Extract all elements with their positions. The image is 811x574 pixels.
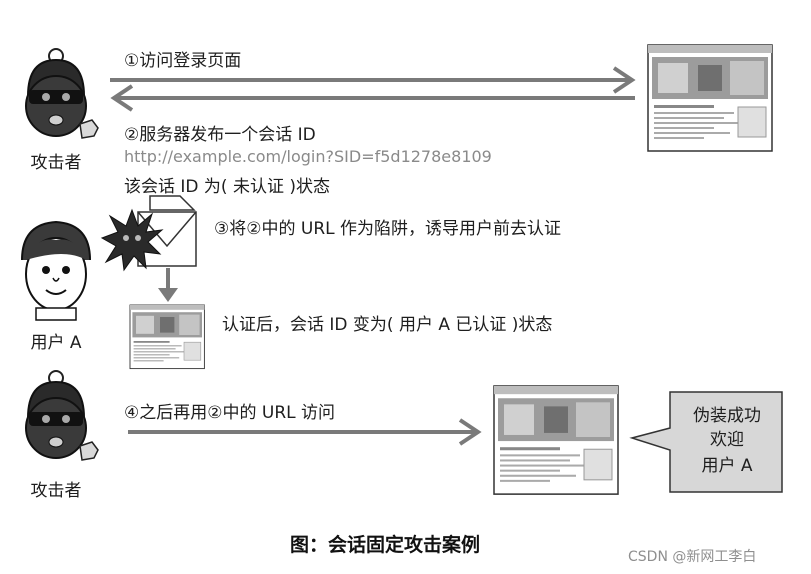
user-a-figure [21,220,91,321]
step2-label: ②服务器发布一个会话 ID [124,125,316,145]
arrow-step4 [128,418,482,446]
step2-state: 该会话 ID 为( 未认证 )状态 [124,177,330,197]
server-login-page [647,44,773,152]
attacker-label-bottom: 攻击者 [30,481,82,501]
attacker-label-top: 攻击者 [30,153,82,173]
step3-label: ③将②中的 URL 作为陷阱，诱导用户前去认证 [214,219,562,239]
bubble-line-2: 欢迎 [710,430,744,450]
step4-label: ④之后再用②中的 URL 访问 [124,403,336,423]
bubble-line-1: 伪装成功 [693,406,761,426]
session-url: http://example.com/login?SID=f5d1278e810… [124,147,492,166]
step1-label: ①访问登录页面 [124,51,242,71]
after-auth-label: 认证后，会话 ID 变为( 用户 A 已认证 )状态 [222,315,553,335]
attacker-top-figure [25,48,99,139]
figure-caption: 图：会话固定攻击案例 [290,534,481,556]
arrow-step1 [110,66,636,94]
watermark: CSDN @新网工李白 [628,549,757,565]
speech-bubble [629,391,783,493]
bubble-line-3: 用户 A [701,456,753,476]
user-auth-page [129,304,205,370]
arrow-step2 [110,84,635,112]
trap-monster-icon [100,208,164,272]
arrow-down-to-page [158,268,178,302]
authenticated-page [493,385,619,495]
attacker-bottom-figure [25,370,99,461]
user-a-label: 用户 A [30,333,82,353]
